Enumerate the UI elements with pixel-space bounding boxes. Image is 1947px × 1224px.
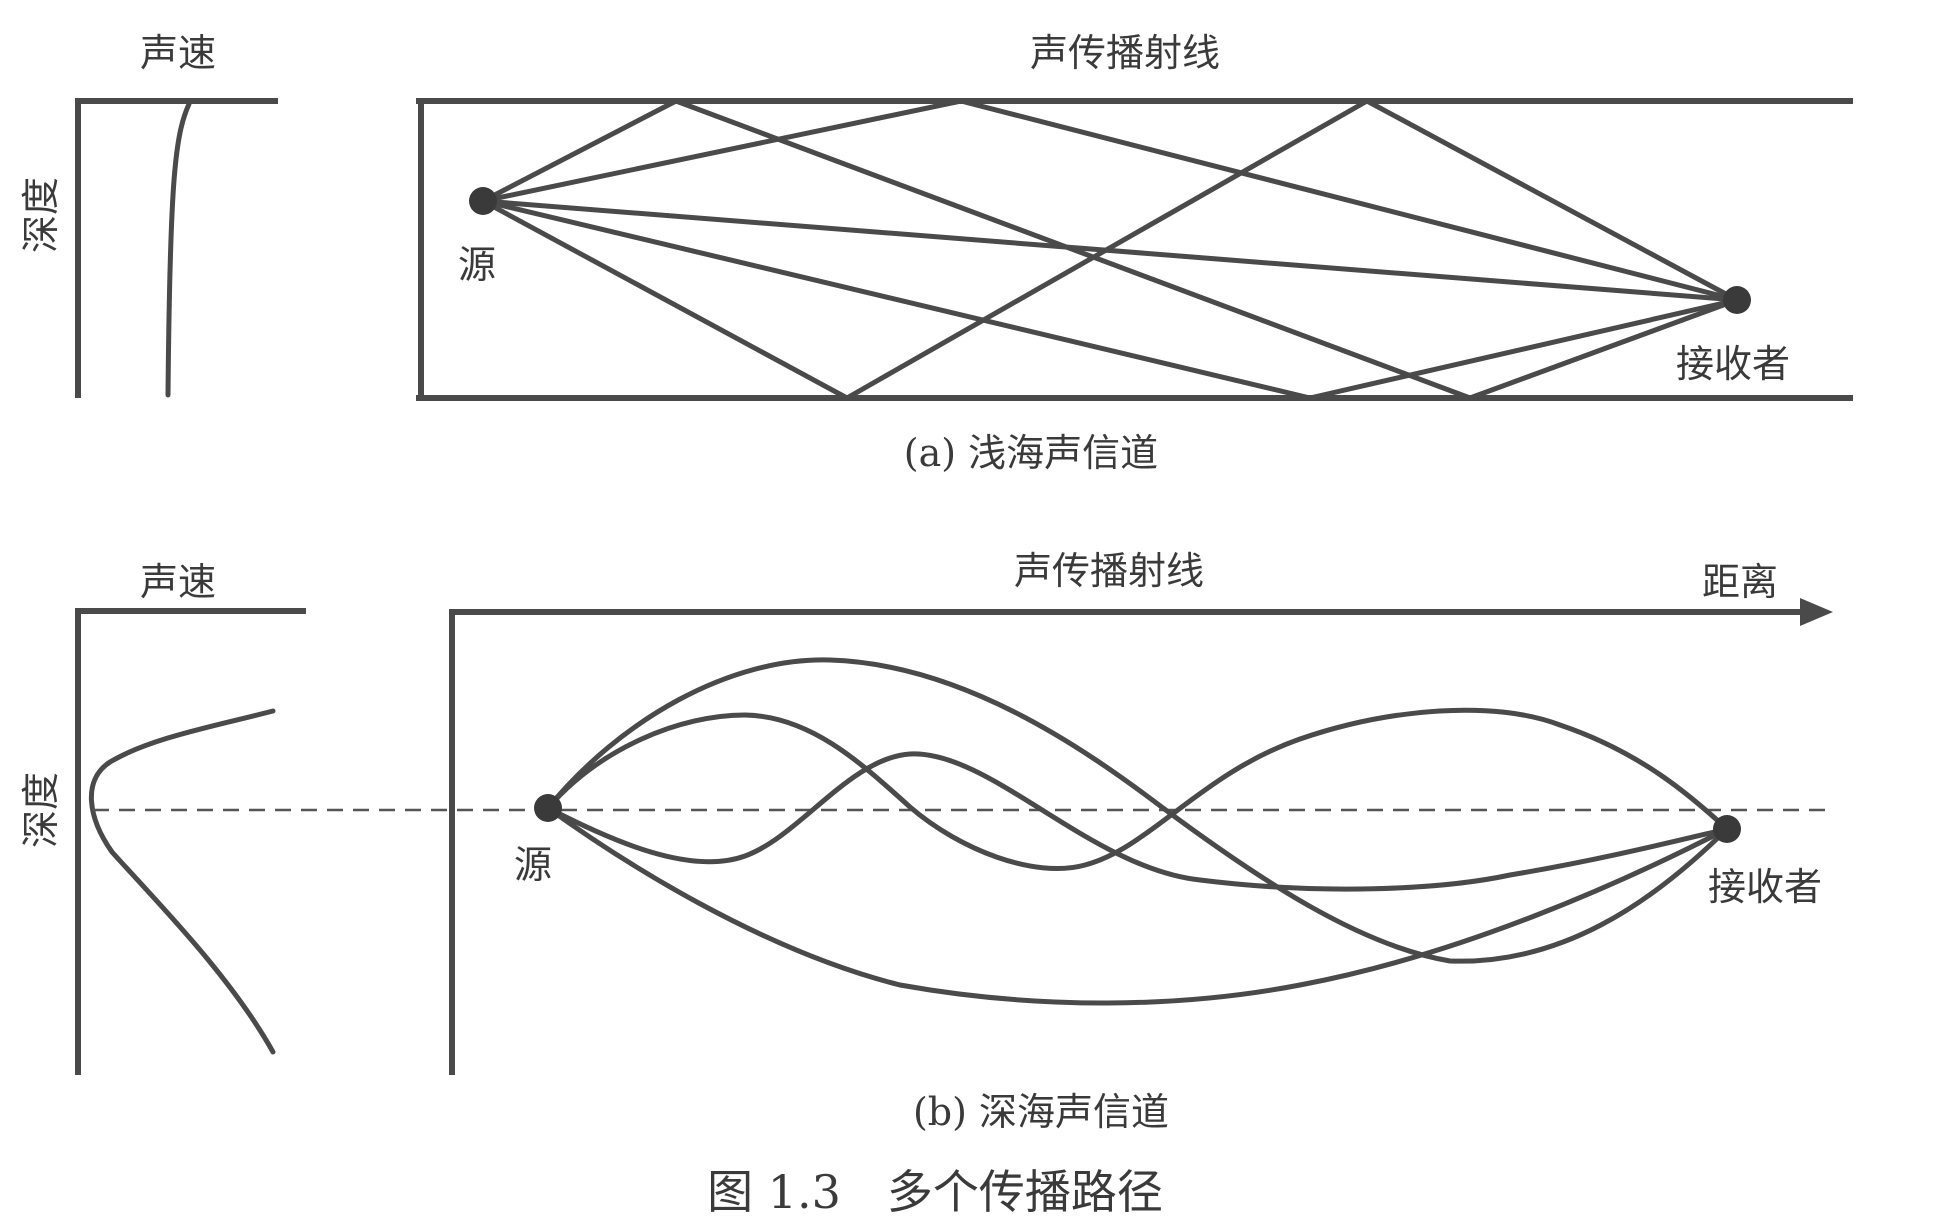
- sound-speed-profile-a: 声速 深度: [19, 31, 278, 398]
- ray-path: [545, 751, 1730, 892]
- sound-speed-curve-a: [165, 101, 192, 398]
- receiver-node-b: [1713, 815, 1741, 843]
- figure-caption: 图 1.3 多个传播路径: [707, 1165, 1163, 1219]
- sound-speed-curve-b: [88, 708, 276, 1055]
- source-node-a: [469, 187, 497, 215]
- depth-label-a: 深度: [19, 177, 63, 253]
- ray-paths-a: [480, 98, 1740, 401]
- source-label-b: 源: [514, 843, 552, 887]
- ray-path: [545, 707, 1730, 871]
- subcaption-b: (b) 深海声信道: [913, 1090, 1169, 1134]
- source-node-b: [534, 794, 562, 822]
- ray-path: [545, 805, 1730, 1006]
- panel-b: 声速 深度 声传播射线 距离 源 接收者 (b) 深海声信道: [19, 549, 1833, 1134]
- ray-paths-b: [545, 657, 1730, 1006]
- panel-a: 声速 深度 声传播射线 源 接收者 (a) 浅海声信道: [19, 31, 1853, 475]
- shallow-channel: 声传播射线 源 接收者: [416, 31, 1853, 401]
- ray-path: [480, 198, 1740, 401]
- depth-label-b: 深度: [19, 772, 63, 848]
- rays-label-b: 声传播射线: [1014, 549, 1204, 593]
- deep-channel: 声传播射线 距离 源 接收者: [93, 549, 1833, 1075]
- ray-path: [545, 657, 1730, 964]
- source-label-a: 源: [458, 243, 496, 287]
- range-label-b: 距离: [1702, 560, 1778, 604]
- sound-speed-profile-b: 声速 深度: [19, 560, 306, 1075]
- profile-axes-a: [75, 98, 278, 398]
- profile-axes-b: [75, 608, 306, 1075]
- rays-label-a: 声传播射线: [1030, 31, 1220, 75]
- sound-speed-label-b: 声速: [140, 560, 216, 604]
- receiver-node-a: [1723, 286, 1751, 314]
- subcaption-a: (a) 浅海声信道: [904, 431, 1158, 475]
- receiver-label-a: 接收者: [1676, 342, 1790, 386]
- sound-speed-label-a: 声速: [140, 31, 216, 75]
- range-arrow-head: [1800, 598, 1833, 626]
- receiver-label-b: 接收者: [1708, 865, 1822, 909]
- ray-path: [480, 98, 1740, 401]
- ray-path: [480, 98, 1740, 303]
